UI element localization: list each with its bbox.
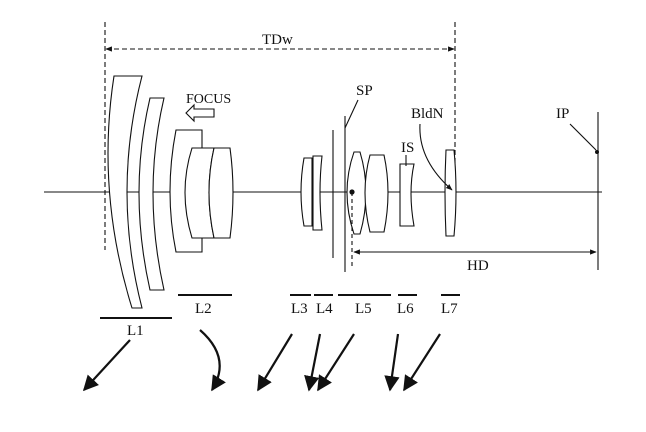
lens-l7-element (444, 149, 457, 237)
l1-label: L1 (127, 323, 144, 339)
l4-movement-arrow (304, 333, 322, 392)
l7-movement-arrow (403, 333, 441, 392)
l4-label: L4 (316, 301, 333, 317)
l1-movement-arrow (82, 339, 131, 392)
ip-label: IP (556, 106, 569, 122)
tdw-label: TDw (262, 32, 293, 48)
l5-movement-arrow (317, 333, 355, 392)
bldn-leader-arrow (419, 123, 453, 191)
lens-l6-element (399, 163, 415, 227)
sp-label: SP (356, 83, 373, 99)
l2-movement-arrow (199, 329, 226, 392)
l5-label: L5 (355, 301, 372, 317)
lens-l4-element (312, 155, 323, 231)
ip-leader (569, 123, 597, 151)
lens-l3-element (300, 157, 313, 227)
hd-label: HD (467, 258, 489, 274)
lens-l5-element-2 (364, 154, 389, 233)
l6-movement-arrow (384, 333, 400, 392)
l2-label: L2 (195, 301, 212, 317)
l3-movement-arrow (257, 333, 293, 392)
lens-l1-element-1 (107, 75, 143, 309)
l6-label: L6 (397, 301, 414, 317)
l5-center-dot (349, 189, 355, 195)
l3-label: L3 (291, 301, 308, 317)
l7-label: L7 (441, 301, 458, 317)
lens-l1-element-2 (138, 97, 165, 291)
focus-arrow-icon (185, 103, 215, 123)
focus-label: FOCUS (186, 92, 231, 107)
is-label: IS (401, 140, 414, 156)
sp-leader (344, 99, 359, 129)
bldn-label: BldN (411, 106, 444, 122)
ip-leader-dot (595, 150, 599, 154)
lens-l2-element-3 (208, 147, 234, 239)
